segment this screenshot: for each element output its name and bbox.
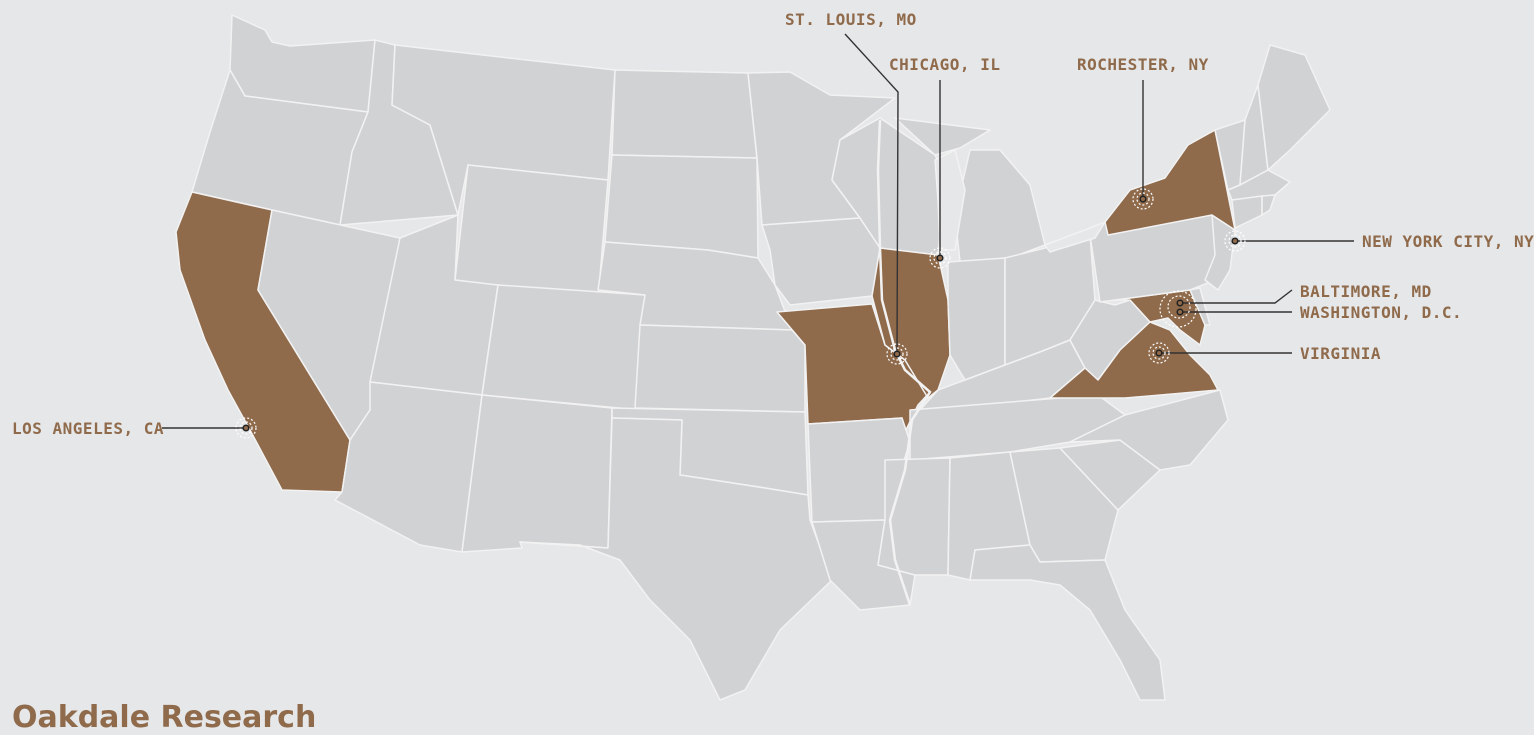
state-illinois[interactable] xyxy=(871,247,951,399)
state-texas[interactable] xyxy=(519,417,833,701)
state-delaware[interactable] xyxy=(1189,287,1211,326)
label-virginia: VIRGINIA xyxy=(1300,344,1381,363)
page-heading: Oakdale Research xyxy=(12,700,317,735)
state-north-carolina[interactable] xyxy=(1069,389,1229,471)
state-colorado[interactable] xyxy=(481,284,646,411)
state-south-dakota[interactable] xyxy=(604,154,759,259)
mississippi-river xyxy=(876,119,932,606)
pin-rochester[interactable] xyxy=(1132,188,1154,210)
state-maine[interactable] xyxy=(1257,44,1331,171)
state-north-dakota[interactable] xyxy=(611,69,758,159)
lake-erie xyxy=(1043,220,1107,253)
pin-virginia[interactable] xyxy=(1148,342,1170,364)
state-mississippi[interactable] xyxy=(877,457,951,576)
leader-baltimore xyxy=(1180,289,1293,304)
leader-st-louis xyxy=(844,33,899,355)
label-chicago: CHICAGO, IL xyxy=(889,55,1000,74)
state-indiana[interactable] xyxy=(947,257,1006,381)
pin-st-louis[interactable] xyxy=(886,343,908,365)
state-virginia[interactable] xyxy=(1049,321,1219,399)
label-baltimore: BALTIMORE, MD xyxy=(1300,282,1432,301)
state-connecticut[interactable] xyxy=(1231,195,1263,229)
label-st-louis: ST. LOUIS, MO xyxy=(785,10,917,29)
pin-baltimore-washington[interactable] xyxy=(1159,290,1197,328)
label-rochester: ROCHESTER, NY xyxy=(1077,55,1209,74)
lake-michigan xyxy=(934,148,966,251)
label-washington: WASHINGTON, D.C. xyxy=(1300,303,1462,322)
pin-chicago[interactable] xyxy=(929,247,951,269)
state-rhode-island[interactable] xyxy=(1261,194,1276,216)
state-florida[interactable] xyxy=(969,544,1166,701)
state-iowa[interactable] xyxy=(761,217,881,306)
state-new-mexico[interactable] xyxy=(461,394,613,553)
pin-new-york-city[interactable] xyxy=(1224,230,1246,252)
label-new-york-city: NEW YORK CITY, NY xyxy=(1362,232,1534,251)
pin-los-angeles[interactable] xyxy=(235,417,257,439)
state-kansas[interactable] xyxy=(634,324,806,413)
state-wyoming[interactable] xyxy=(454,164,609,301)
label-los-angeles: LOS ANGELES, CA xyxy=(12,419,164,438)
